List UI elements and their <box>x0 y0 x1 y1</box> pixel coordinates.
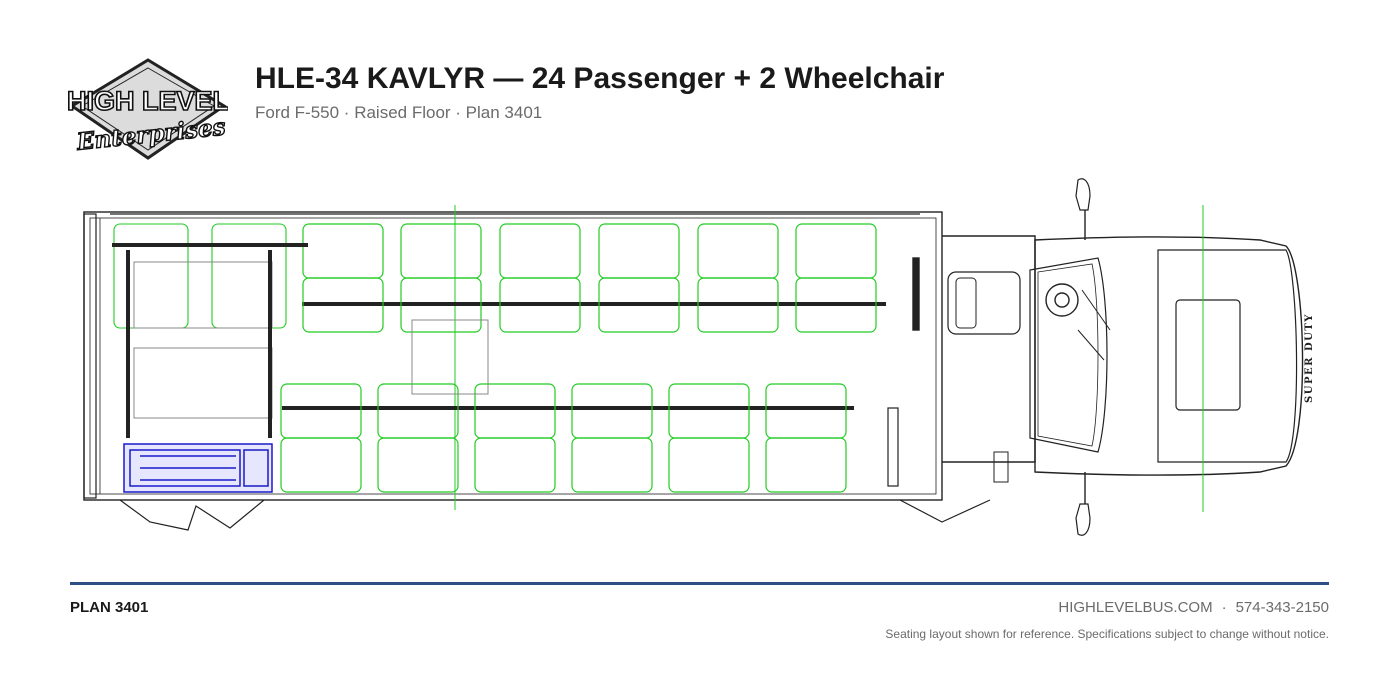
high-level-enterprises-logo: HIGH LEVEL Enterprises <box>68 58 228 160</box>
seat-pair-upper-6 <box>795 223 877 333</box>
seat-pair-upper-1 <box>302 223 384 333</box>
wheelchair-position-2 <box>133 347 273 419</box>
wheelchair-positions <box>133 261 489 419</box>
windshield <box>1029 257 1108 453</box>
rear-skirt <box>119 499 265 531</box>
seat-pair-upper-2 <box>400 223 482 333</box>
driver-seat <box>947 271 1021 335</box>
truck-body <box>1034 236 1304 476</box>
axle-lines <box>454 205 1204 512</box>
seat-pair-lower-6 <box>765 383 847 493</box>
entry-handrail <box>887 407 899 487</box>
truck-cab <box>942 178 1304 536</box>
website-link[interactable]: HIGHLEVELBUS.COM <box>1058 599 1213 616</box>
upper-grab-rail <box>302 302 886 306</box>
seat-pair-lower-2 <box>377 383 459 493</box>
seat-pair-lower-4 <box>571 383 653 493</box>
steering-wheel <box>1045 283 1079 317</box>
mirror-right-icon <box>1075 503 1091 536</box>
rear-flip-seats <box>113 223 287 329</box>
partition-bar <box>912 257 920 331</box>
seat-pair-lower-1 <box>280 383 362 493</box>
footer-rule <box>70 582 1329 585</box>
wheelchair-position-1 <box>133 261 273 329</box>
truck-hood <box>1157 249 1298 463</box>
wheelchair-lift <box>123 443 273 493</box>
footer-contact: HIGHLEVELBUS.COM · 574-343-2150 <box>1058 599 1329 616</box>
grab-rails <box>282 302 886 410</box>
page-subtitle: Ford F-550 · Raised Floor · Plan 3401 <box>255 103 543 122</box>
upper-seat-row <box>302 223 877 333</box>
cab-box <box>942 235 1036 463</box>
hood-scoop <box>1175 299 1241 411</box>
bus-body-outline <box>83 211 991 531</box>
door-step <box>899 499 991 523</box>
rear-bumper <box>83 213 97 499</box>
seat-pair-lower-3 <box>474 383 556 493</box>
page-title: HLE-34 KAVLYR — 24 Passenger + 2 Wheelch… <box>255 62 945 95</box>
lower-grab-rail <box>282 406 854 410</box>
floor-hatch <box>411 319 489 395</box>
securement-tracks <box>112 243 308 438</box>
contact-separator: · <box>1221 599 1227 616</box>
seat-pair-lower-5 <box>668 383 750 493</box>
hood-text: SUPER DUTY <box>1304 313 1315 403</box>
seat-pair-upper-3 <box>499 223 581 333</box>
footer-plan-label: PLAN 3401 <box>70 599 149 616</box>
seat-pair-upper-4 <box>598 223 680 333</box>
flip-seat-1 <box>113 223 189 329</box>
logo-text-high-level: HIGH LEVEL <box>68 86 228 116</box>
footer-disclaimer: Seating layout shown for reference. Spec… <box>885 627 1329 641</box>
lower-seat-row <box>280 383 847 493</box>
seat-pair-upper-5 <box>697 223 779 333</box>
phone-number[interactable]: 574-343-2150 <box>1235 599 1329 616</box>
flip-seat-2 <box>211 223 287 329</box>
mirror-left-icon <box>1075 178 1091 211</box>
